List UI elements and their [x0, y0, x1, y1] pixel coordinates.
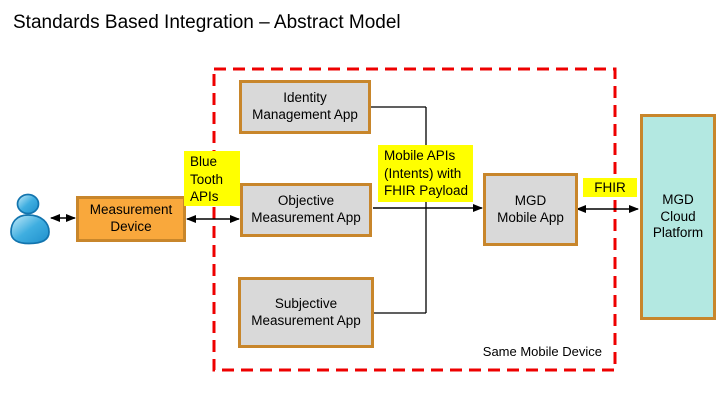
box-objective-measurement-app: Objective Measurement App [240, 183, 372, 237]
person-icon [10, 193, 50, 245]
same-mobile-device-label: Same Mobile Device [482, 344, 602, 359]
box-measurement-device: Measurement Device [76, 196, 186, 242]
box-identity-management-app: Identity Management App [239, 80, 371, 134]
label-fhir: FHIR [583, 178, 637, 197]
connector-apps-junction [371, 106, 427, 314]
label-bluetooth-apis: Blue Tooth APIs [184, 151, 240, 206]
box-mgd-mobile-app: MGD Mobile App [483, 173, 578, 246]
box-mgd-cloud-platform: MGD Cloud Platform [640, 114, 716, 320]
page-title: Standards Based Integration – Abstract M… [13, 12, 401, 33]
label-mobile-apis-fhir-payload: Mobile APIs (Intents) with FHIR Payload [378, 145, 473, 202]
box-subjective-measurement-app: Subjective Measurement App [238, 277, 374, 348]
